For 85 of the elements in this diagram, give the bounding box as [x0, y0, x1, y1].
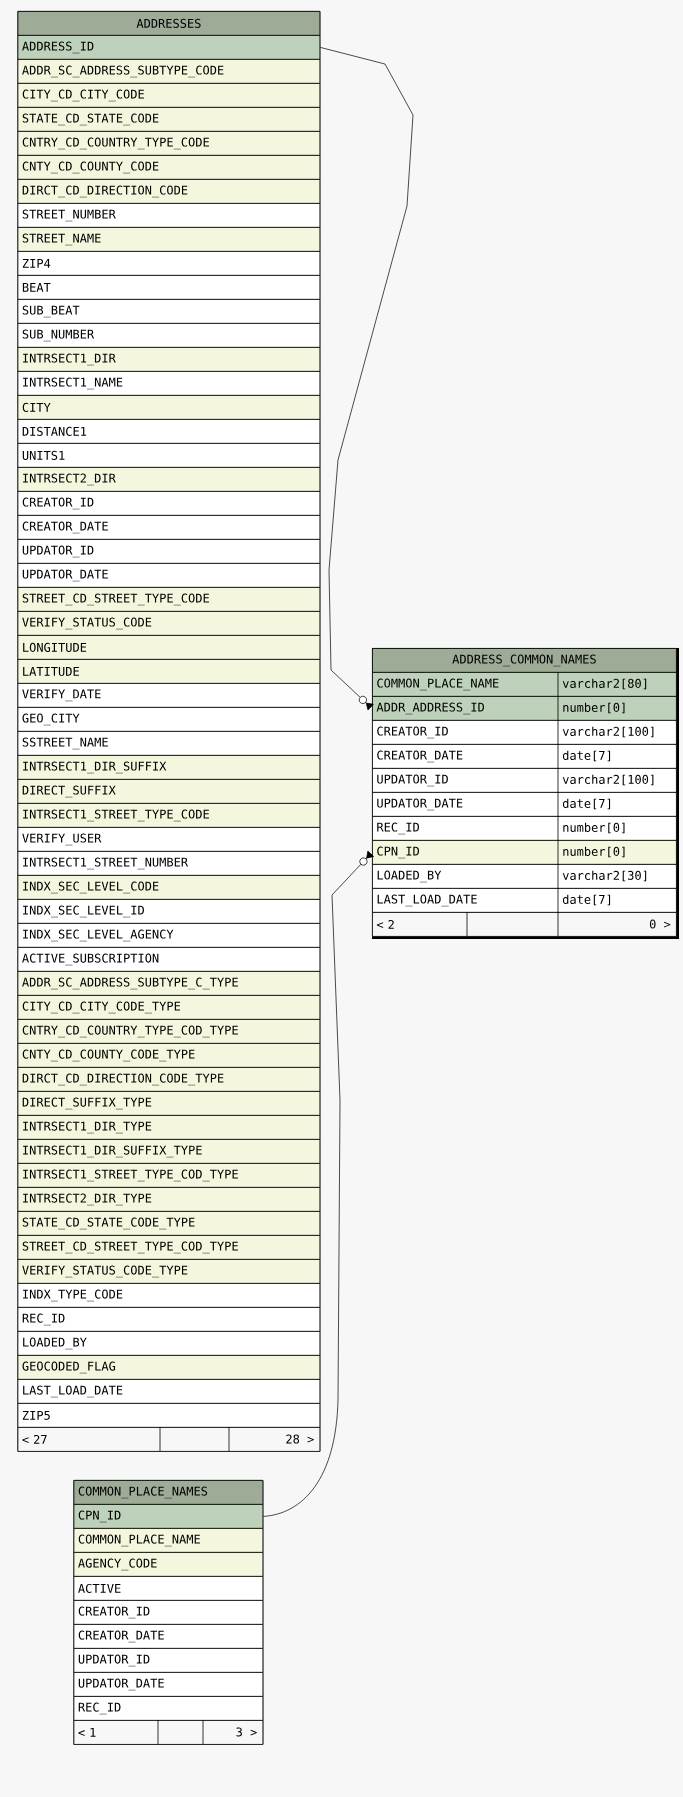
table-row: ZIP4 [17, 251, 321, 276]
table-header: ADDRESS_COMMON_NAMES [372, 648, 677, 673]
table-row: LAST_LOAD_DATE date[7] [372, 887, 677, 913]
table-row: COMMON_PLACE_NAME [73, 1528, 264, 1553]
table-row: INTRSECT1_DIR_SUFFIX_TYPE [17, 1139, 321, 1164]
table-footer: < 2 0 > [372, 911, 677, 937]
table-row: CITY [17, 395, 321, 420]
table-row: STATE_CD_STATE_CODE_TYPE [17, 1211, 321, 1236]
table-row: SUB_BEAT [17, 299, 321, 324]
table-row: AGENCY_CODE [73, 1552, 264, 1577]
table-row: LAST_LOAD_DATE [17, 1379, 321, 1404]
table-row: STREET_CD_STREET_TYPE_COD_TYPE [17, 1235, 321, 1260]
table-row: CNTRY_CD_COUNTRY_TYPE_CODE [17, 131, 321, 156]
table-row: STATE_CD_STATE_CODE [17, 107, 321, 132]
table-row: CREATOR_ID [17, 491, 321, 516]
table-row: BEAT [17, 275, 321, 300]
table-row: CITY_CD_CITY_CODE_TYPE [17, 995, 321, 1020]
connector [319, 47, 414, 711]
table-row: CNTY_CD_COUNTY_CODE_TYPE [17, 1043, 321, 1068]
table-row: LATITUDE [17, 659, 321, 684]
table-row: UPDATOR_DATE [73, 1672, 264, 1697]
table-row: INTRSECT1_DIR_TYPE [17, 1115, 321, 1140]
connector [262, 850, 374, 1517]
table-row: ACTIVE_SUBSCRIPTION [17, 947, 321, 972]
table-row: UNITS1 [17, 443, 321, 468]
table-row: STREET_NAME [17, 227, 321, 252]
table-footer: < 27 28 > [17, 1426, 321, 1452]
table-row: INDX_SEC_LEVEL_CODE [17, 875, 321, 900]
table-row: INTRSECT1_STREET_TYPE_COD_TYPE [17, 1163, 321, 1188]
table-row: ADDR_SC_ADDRESS_SUBTYPE_CODE [17, 59, 321, 84]
table-header: ADDRESSES [17, 11, 321, 36]
table-row: UPDATOR_DATE [17, 563, 321, 588]
table-row: REC_ID [17, 1307, 321, 1332]
table-row: STREET_CD_STREET_TYPE_CODE [17, 587, 321, 612]
table-row: CREATOR_ID [73, 1600, 264, 1625]
table-row: LOADED_BY varchar2[30] [372, 863, 677, 889]
table-row: ADDR_ADDRESS_ID number[0] [372, 695, 677, 721]
table-row: INTRSECT1_STREET_TYPE_CODE [17, 803, 321, 828]
table-row: SUB_NUMBER [17, 323, 321, 348]
table-footer: < 1 3 > [73, 1719, 264, 1745]
table-row: CNTRY_CD_COUNTRY_TYPE_COD_TYPE [17, 1019, 321, 1044]
table-row: DIRECT_SUFFIX_TYPE [17, 1091, 321, 1116]
table-row: ACTIVE [73, 1576, 264, 1601]
table-row: CREATOR_DATE [17, 515, 321, 540]
table-row: INTRSECT1_NAME [17, 371, 321, 396]
table-row: ADDR_SC_ADDRESS_SUBTYPE_C_TYPE [17, 971, 321, 996]
table-row: CREATOR_DATE [73, 1624, 264, 1649]
table-row: REC_ID [73, 1696, 264, 1721]
table-row: INDX_SEC_LEVEL_AGENCY [17, 923, 321, 948]
table-row: GEOCODED_FLAG [17, 1355, 321, 1380]
table-row: CREATOR_ID varchar2[100] [372, 719, 677, 745]
table-row: VERIFY_STATUS_CODE [17, 611, 321, 636]
table-row: DIRCT_CD_DIRECTION_CODE [17, 179, 321, 204]
table-row: INDX_SEC_LEVEL_ID [17, 899, 321, 924]
table-row: ADDRESS_ID [17, 35, 321, 60]
table-row: CPN_ID number[0] [372, 839, 677, 865]
table-row: VERIFY_DATE [17, 683, 321, 708]
table-row: INDX_TYPE_CODE [17, 1283, 321, 1308]
table-row: INTRSECT2_DIR_TYPE [17, 1187, 321, 1212]
table-row: REC_ID number[0] [372, 815, 677, 841]
table-row: INTRSECT1_STREET_NUMBER [17, 851, 321, 876]
table-row: INTRSECT2_DIR [17, 467, 321, 492]
table-row: LONGITUDE [17, 635, 321, 660]
table-header: COMMON_PLACE_NAMES [73, 1480, 264, 1505]
table-row: UPDATOR_ID [17, 539, 321, 564]
table-row: DISTANCE1 [17, 419, 321, 444]
table-row: LOADED_BY [17, 1331, 321, 1356]
table-row: INTRSECT1_DIR_SUFFIX [17, 755, 321, 780]
table-row: DIRCT_CD_DIRECTION_CODE_TYPE [17, 1067, 321, 1092]
table-row: GEO_CITY [17, 707, 321, 732]
table-row: INTRSECT1_DIR [17, 347, 321, 372]
table-row: SSTREET_NAME [17, 731, 321, 756]
table-row: ZIP5 [17, 1403, 321, 1428]
table-row: CNTY_CD_COUNTY_CODE [17, 155, 321, 180]
table-row: STREET_NUMBER [17, 203, 321, 228]
table-row: UPDATOR_DATE date[7] [372, 791, 677, 817]
table-row: UPDATOR_ID varchar2[100] [372, 767, 677, 793]
table-row: UPDATOR_ID [73, 1648, 264, 1673]
table-row: VERIFY_STATUS_CODE_TYPE [17, 1259, 321, 1284]
table-row: DIRECT_SUFFIX [17, 779, 321, 804]
table-row: CITY_CD_CITY_CODE [17, 83, 321, 108]
table-row: CREATOR_DATE date[7] [372, 743, 677, 769]
table-row: COMMON_PLACE_NAME varchar2[80] [372, 671, 677, 697]
table-row: CPN_ID [73, 1504, 264, 1529]
table-row: VERIFY_USER [17, 827, 321, 852]
